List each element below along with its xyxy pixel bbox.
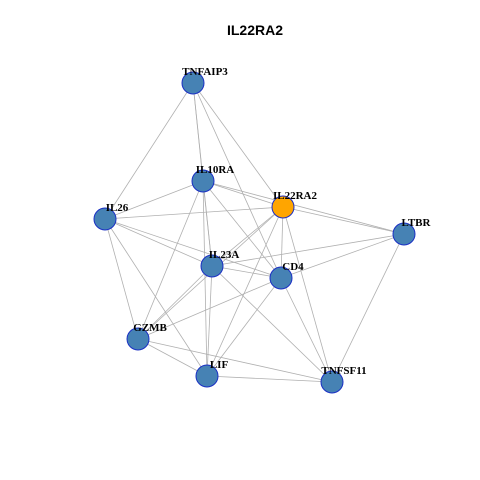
edge-ltbr-cd4 [280, 233, 405, 279]
edge-il23a-tnfsf11 [211, 265, 333, 383]
edge-ltbr-tnfsf11 [331, 233, 405, 383]
node-il23a[interactable] [200, 254, 224, 278]
edge-layer [104, 82, 405, 383]
edge-il10ra-il22ra2 [202, 180, 284, 208]
edge-il23a-gzmb [137, 265, 213, 340]
edge-il23a-cd4 [211, 265, 282, 279]
diagram-title: IL22RA2 [227, 22, 283, 38]
edge-il26-lif [104, 218, 208, 377]
edge-il10ra-cd4 [202, 180, 282, 279]
edge-lif-tnfsf11 [206, 375, 333, 383]
edge-ltbr-il23a [211, 233, 405, 267]
edge-il23a-lif [206, 265, 213, 377]
edge-cd4-tnfsf11 [280, 277, 333, 383]
edge-cd4-gzmb [137, 277, 282, 340]
edge-il10ra-il23a [202, 180, 213, 267]
node-label-il22ra2: IL22RA2 [273, 190, 318, 202]
edge-il22ra2-il26 [104, 206, 284, 220]
node-label-il10ra: IL10RA [196, 164, 235, 176]
node-label-gzmb: GZMB [133, 322, 167, 334]
node-gzmb[interactable] [126, 327, 150, 351]
node-label-lif: LIF [210, 359, 229, 371]
node-tnfsf11[interactable] [320, 370, 344, 394]
edge-tnfaip3-cd4 [192, 82, 282, 279]
node-lif[interactable] [195, 364, 219, 388]
edge-tnfaip3-il22ra2 [192, 82, 284, 208]
edge-gzmb-lif [137, 338, 208, 377]
edge-cd4-lif [206, 277, 282, 377]
node-label-ltbr: LTBR [402, 217, 432, 229]
node-tnfaip3[interactable] [181, 71, 205, 95]
edge-il22ra2-lif [206, 206, 284, 377]
edge-il10ra-gzmb [137, 180, 204, 340]
edge-il26-gzmb [104, 218, 139, 340]
node-ltbr[interactable] [392, 222, 416, 246]
edge-tnfaip3-il26 [104, 82, 194, 220]
edge-il22ra2-tnfsf11 [282, 206, 333, 383]
edge-il22ra2-il23a [211, 206, 284, 267]
node-label-il26: IL26 [106, 202, 129, 214]
node-cd4[interactable] [269, 266, 293, 290]
edge-il10ra-ltbr [202, 180, 405, 235]
edge-il22ra2-cd4 [280, 206, 284, 279]
node-label-tnfaip3: TNFAIP3 [182, 66, 228, 78]
node-il10ra[interactable] [191, 169, 215, 193]
node-layer [93, 71, 416, 394]
edge-il26-il23a [104, 218, 213, 267]
edge-gzmb-tnfsf11 [137, 338, 333, 383]
node-label-cd4: CD4 [282, 261, 304, 273]
node-label-tnfsf11: TNFSF11 [321, 365, 366, 377]
node-label-il23a: IL23A [209, 249, 240, 261]
node-il26[interactable] [93, 207, 117, 231]
node-il22ra2[interactable] [271, 195, 295, 219]
edge-il10ra-il26 [104, 180, 204, 220]
edge-il26-cd4 [104, 218, 282, 279]
edge-il22ra2-ltbr [282, 206, 405, 235]
